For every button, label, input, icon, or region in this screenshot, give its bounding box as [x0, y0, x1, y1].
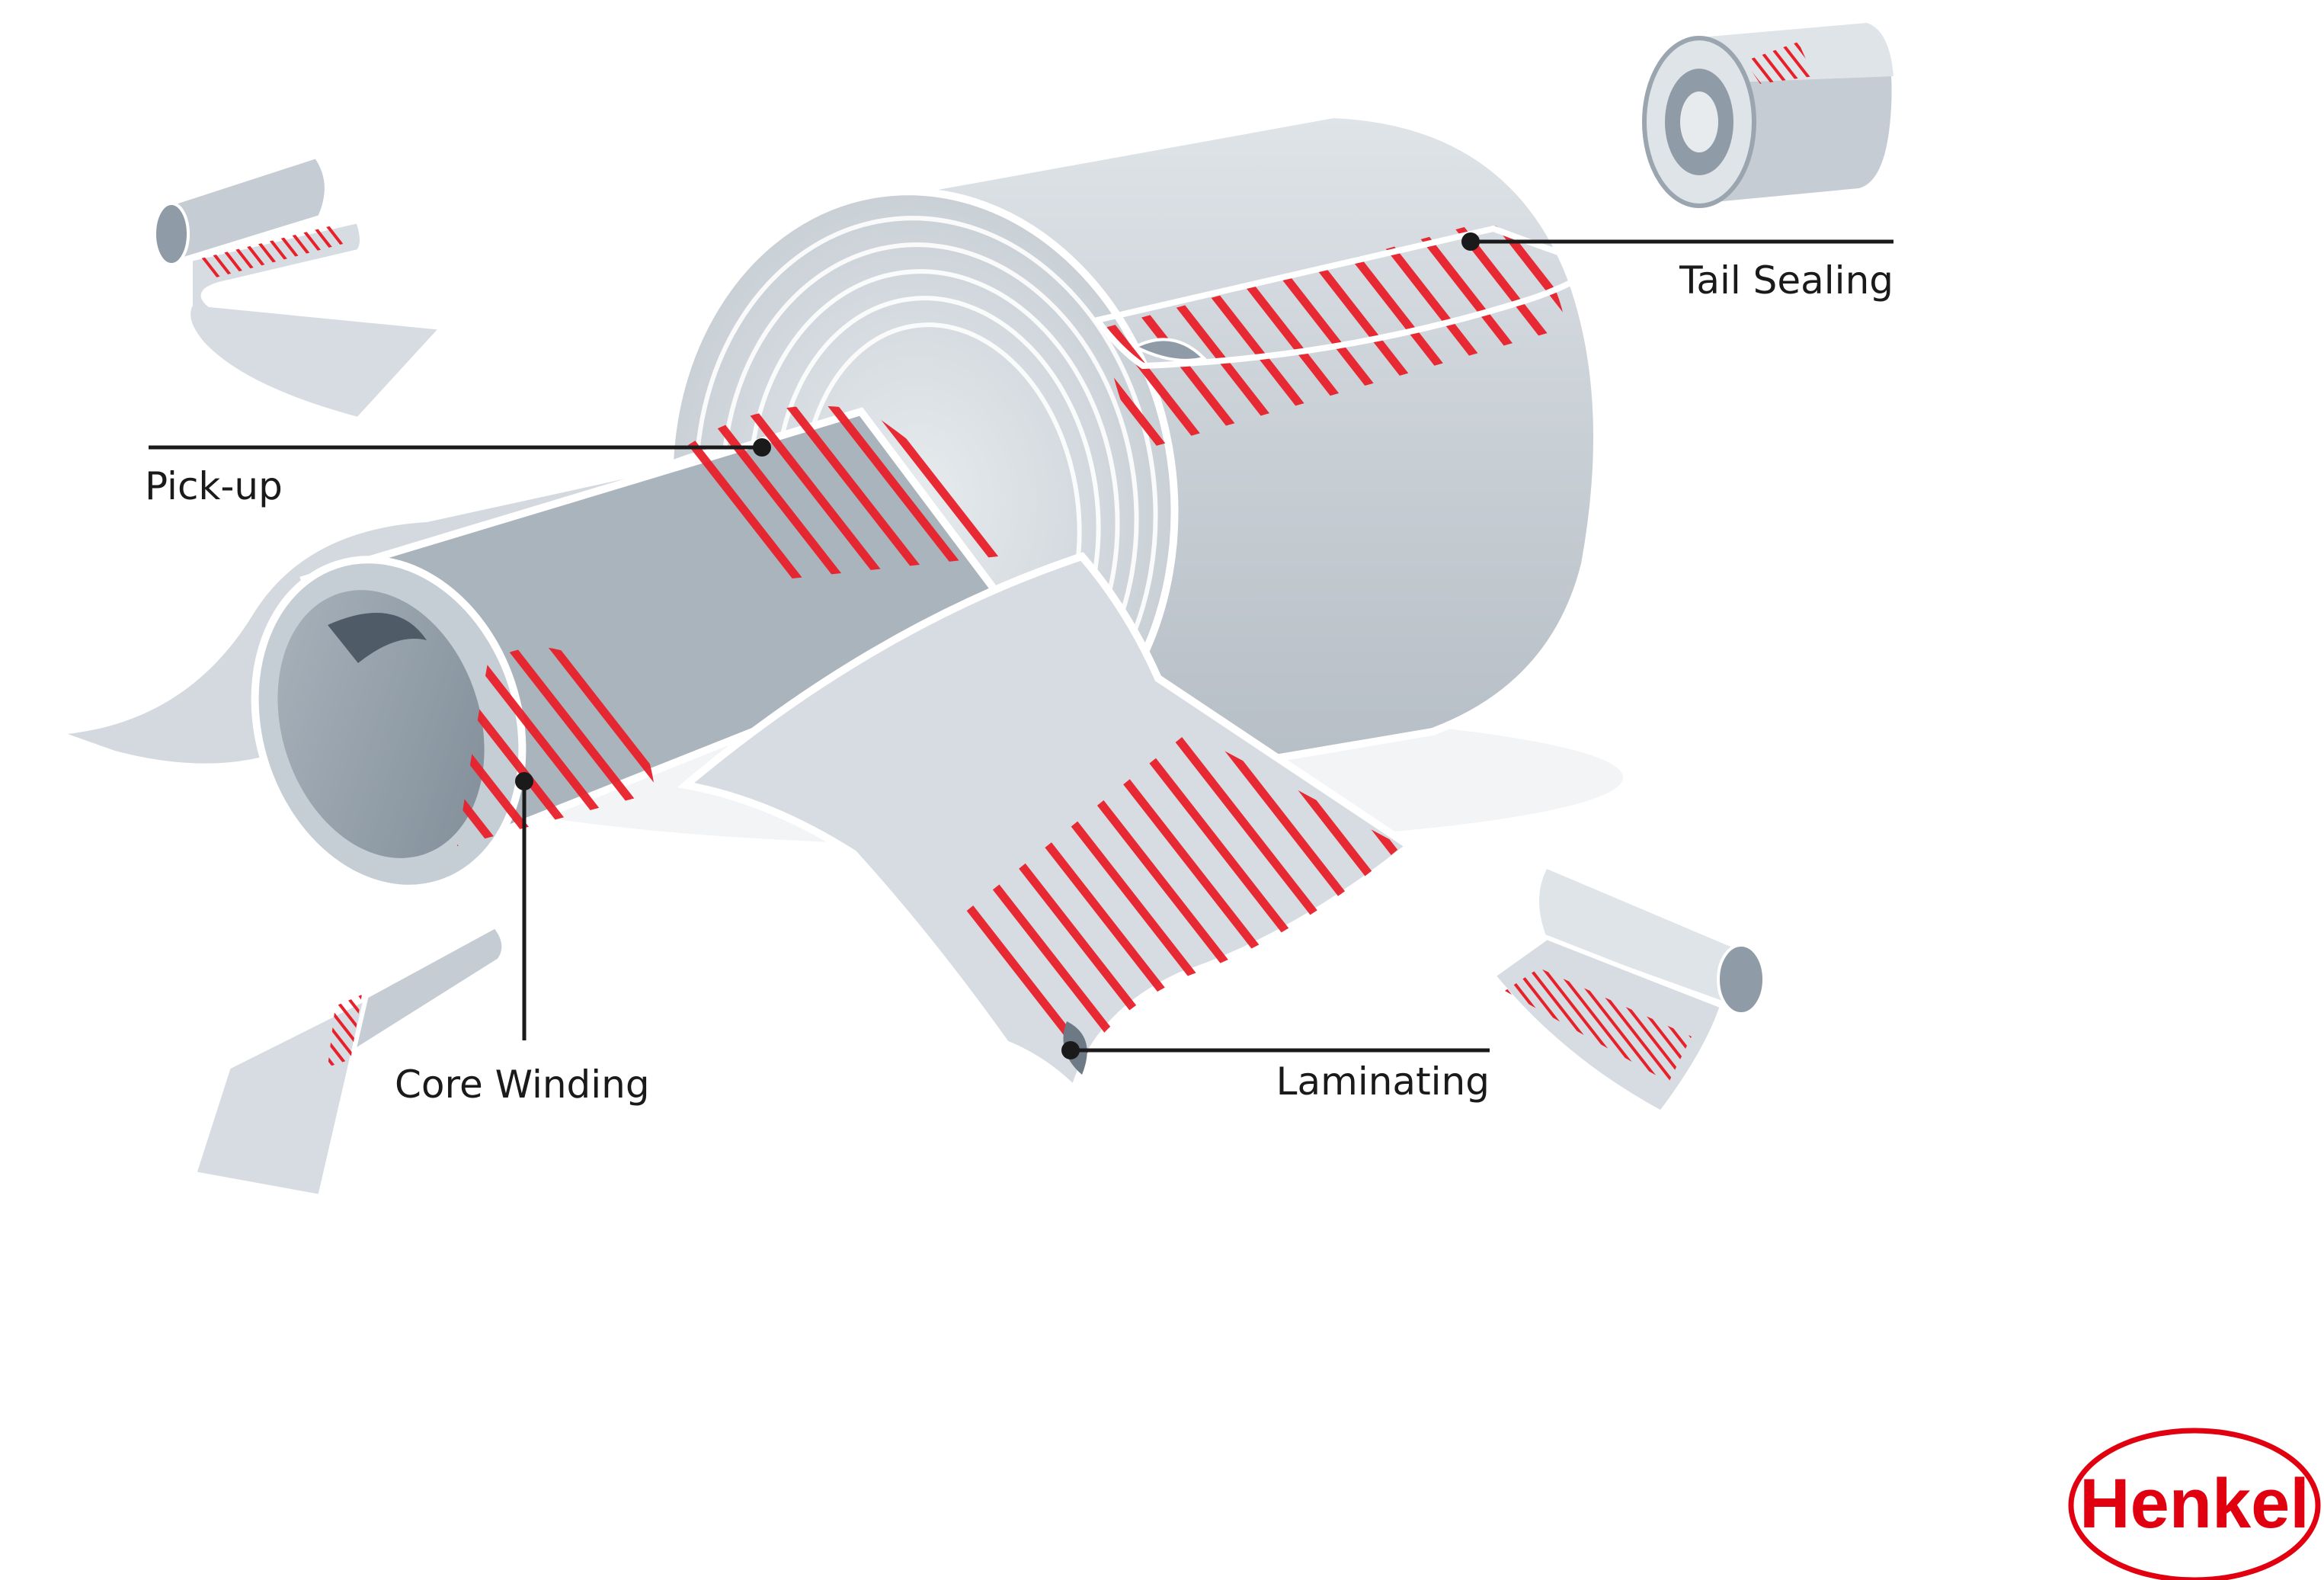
- pick-up-mini-roll-icon: [153, 153, 447, 422]
- tail-sealing-label: Tail Sealing: [1679, 258, 1893, 303]
- core-winding-dot: [515, 772, 533, 790]
- core-winding-mini-strip-icon: [191, 923, 507, 1200]
- tail-sealing-mini-roll-icon: [1642, 20, 1897, 209]
- pick-up-dot: [753, 438, 771, 457]
- tail-sealing-adhesive-zone: [1105, 221, 1566, 450]
- leader-dots: [515, 232, 1480, 1059]
- core-tube: [48, 405, 1027, 893]
- laminating-dot: [1061, 1041, 1080, 1059]
- henkel-logo-text: Henkel: [2079, 1465, 2310, 1543]
- henkel-logo: Henkel: [2068, 1428, 2321, 1580]
- pick-up-label: Pick-up: [145, 464, 283, 508]
- leader-lines: [149, 239, 1893, 1053]
- core-winding-label: Core Winding: [395, 1062, 650, 1107]
- tail-flap: [1092, 225, 1608, 370]
- laminating-label: Laminating: [1276, 1059, 1490, 1104]
- laminating-adhesive-zone: [952, 732, 1402, 1075]
- core-winding-adhesive-zone: [457, 647, 655, 846]
- laminating-mini-roll-icon: [1490, 865, 1765, 1116]
- laminating-sheet: [677, 552, 1416, 1098]
- tail-sealing-dot: [1461, 232, 1480, 251]
